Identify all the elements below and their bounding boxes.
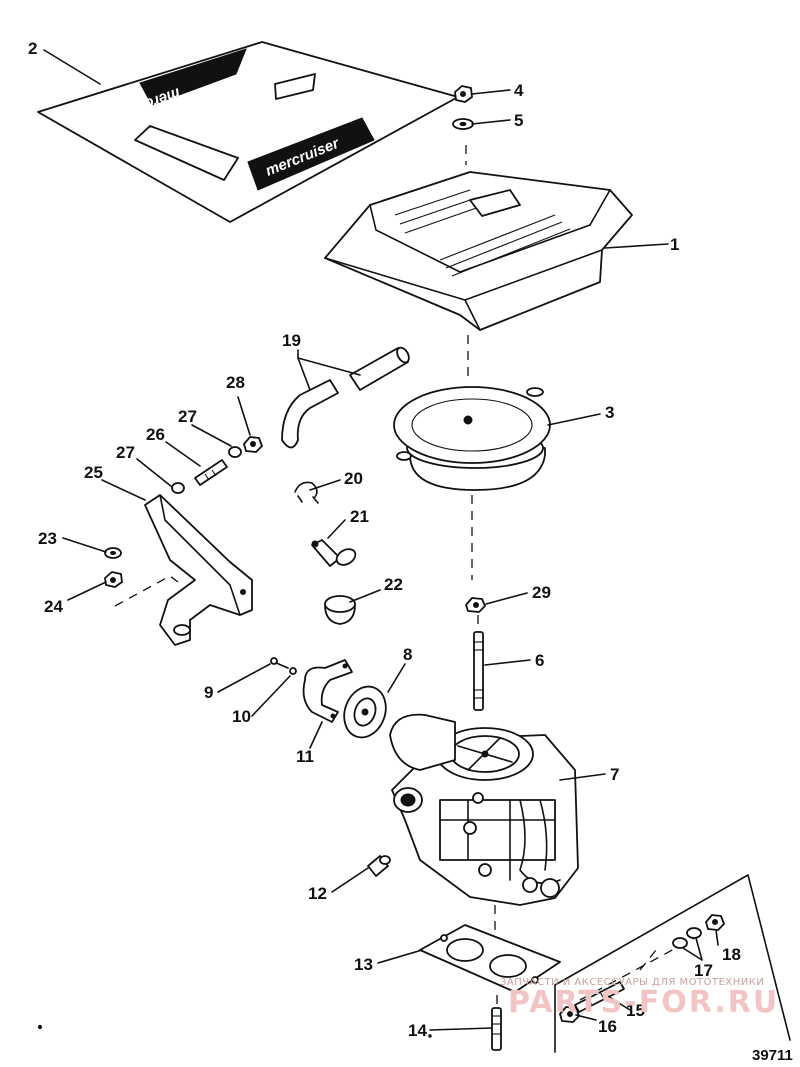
vacuum-plug	[324, 595, 356, 625]
bracket-nut-left-lower	[104, 571, 123, 588]
watermark-tagline: ЗАПЧАСТИ И АКСЕССУАРЫ ДЛЯ МОТОТЕХНИКИ	[500, 977, 764, 988]
callout-15: 15	[626, 1001, 645, 1020]
callout-8: 8	[403, 645, 412, 664]
bracket-nut-upper	[243, 436, 263, 453]
vent-hoses	[281, 346, 410, 449]
carb-gasket	[419, 924, 561, 993]
cover-washer	[452, 118, 474, 130]
inset-cap-nut	[705, 914, 725, 931]
callout-labels: 1 2 3 4 5 6 7 8 9 10 11 12 13 14 15 16 1…	[28, 39, 741, 1040]
stud-nut	[465, 597, 486, 613]
flame-arrestor-cover	[324, 145, 633, 331]
callout-23: 23	[38, 529, 57, 548]
bracket-washer-upper	[228, 446, 242, 458]
manifold-stud	[491, 1007, 502, 1051]
callout-7: 7	[610, 765, 619, 784]
choke-screw	[270, 657, 289, 669]
callout-24: 24	[44, 597, 63, 616]
choke-retainer	[302, 659, 353, 723]
callout-12: 12	[308, 884, 327, 903]
callout-26: 26	[146, 425, 165, 444]
cover-logo-plate	[469, 189, 521, 217]
callout-18: 18	[722, 945, 741, 964]
leader-lines	[43, 49, 719, 1031]
carburetor	[389, 713, 579, 906]
fuel-inlet-filter	[367, 855, 391, 877]
elbow-fitting	[311, 539, 357, 567]
callout-20: 20	[344, 469, 363, 488]
callout-27-lower: 27	[116, 443, 135, 462]
decal-stripe-bottom	[247, 117, 375, 191]
inset-box	[554, 874, 791, 1053]
hose-clamp	[294, 481, 319, 504]
callout-9: 9	[204, 683, 213, 702]
callout-10: 10	[232, 707, 251, 726]
callout-5: 5	[514, 111, 523, 130]
speck	[428, 1034, 432, 1038]
callout-29: 29	[532, 583, 551, 602]
watermark-site: PARTS-FOR.RU	[508, 985, 779, 1020]
callout-1: 1	[670, 235, 679, 254]
callout-3: 3	[605, 403, 614, 422]
decal-sheet: mercruiser mercruiser	[37, 41, 459, 223]
callout-21: 21	[350, 507, 369, 526]
choke-cover	[343, 685, 387, 739]
callout-4: 4	[514, 81, 524, 100]
callout-2: 2	[28, 39, 37, 58]
bracket-washer-lower	[171, 482, 185, 494]
speck	[37, 1024, 43, 1030]
decal-window-large	[134, 125, 239, 181]
callout-11: 11	[296, 747, 314, 766]
callout-16: 16	[598, 1017, 617, 1036]
callout-25: 25	[84, 463, 103, 482]
callout-28: 28	[226, 373, 245, 392]
decal-stripe-top	[139, 48, 247, 106]
throttle-bracket	[144, 494, 253, 646]
bracket-stud	[194, 459, 228, 486]
callout-19: 19	[282, 331, 301, 350]
callout-13: 13	[354, 955, 373, 974]
callout-14: 14	[408, 1021, 427, 1040]
inset-stud	[574, 981, 625, 1013]
carb-stud	[473, 631, 484, 711]
inset-washers	[672, 927, 702, 949]
figure-number: 39711	[752, 1047, 793, 1064]
callout-6: 6	[535, 651, 544, 670]
flame-arrestor	[393, 386, 551, 491]
callout-27-upper: 27	[178, 407, 197, 426]
decal-window-small	[274, 73, 316, 100]
bracket-nut-left-upper	[104, 547, 122, 559]
callout-22: 22	[384, 575, 403, 594]
callout-17: 17	[694, 961, 713, 980]
cover-nut	[454, 85, 473, 103]
choke-lockwasher	[289, 667, 297, 675]
watermark: ЗАПЧАСТИ И АКСЕССУАРЫ ДЛЯ МОТОТЕХНИКИ PA…	[500, 977, 779, 1020]
